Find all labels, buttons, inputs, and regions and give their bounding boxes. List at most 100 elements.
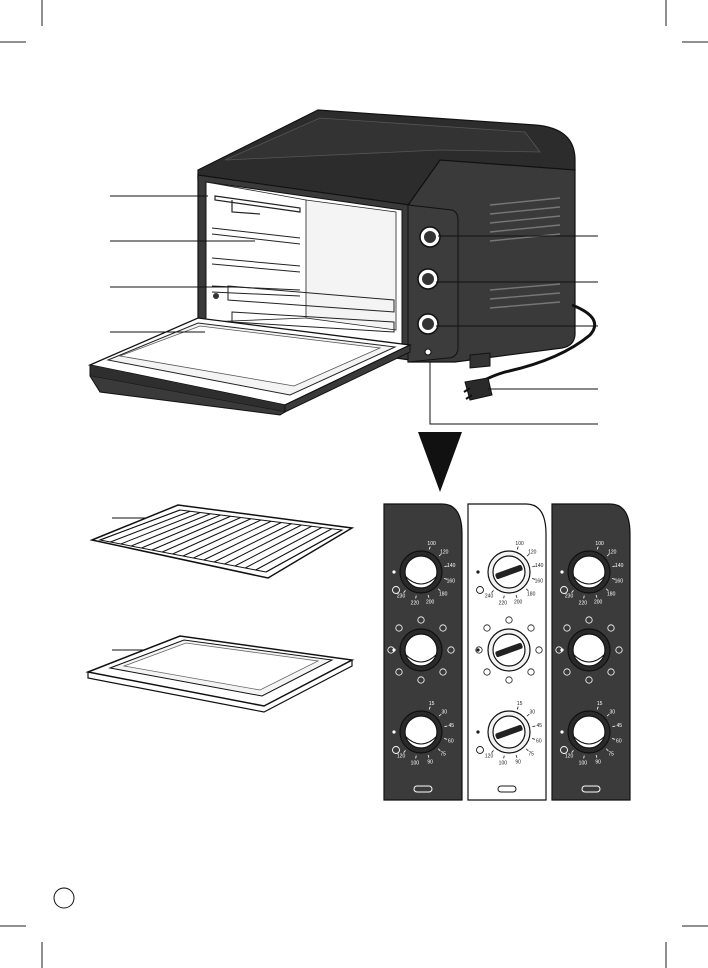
dial-tick	[503, 755, 505, 759]
vents	[489, 197, 561, 309]
oven-knob-temperature	[419, 226, 441, 248]
dial-tick	[612, 565, 616, 568]
dial-tick-label: 45	[616, 723, 622, 729]
dial-tick-label: 100	[515, 541, 524, 547]
dial-tick-label: 75	[608, 752, 614, 758]
dial-tick-label: 30	[441, 709, 447, 715]
function-knob[interactable]	[572, 633, 606, 667]
dial-tick	[525, 588, 529, 592]
dial-tick-label: 160	[535, 578, 544, 584]
dial-tick	[428, 706, 431, 710]
dial-tick	[612, 725, 616, 728]
heating-mode-icon	[439, 624, 447, 632]
dial-tick	[526, 553, 530, 557]
rack-bar	[141, 514, 221, 549]
dial-tick-label: 160	[447, 578, 456, 584]
temperature-knob-shade	[572, 575, 606, 585]
dial-tick	[605, 588, 609, 592]
dial-tick-label: 200	[514, 600, 523, 606]
dial-tick-label: 180	[439, 592, 448, 598]
temperature-knob[interactable]	[404, 555, 438, 589]
oven-knob-timer	[417, 313, 439, 335]
knob-position-dot	[392, 730, 396, 734]
knob-position-dot	[392, 570, 396, 574]
heating-mode-icon	[585, 676, 593, 684]
dial-tick-label: 90	[515, 760, 521, 766]
rack-bar	[120, 512, 201, 545]
dial-tick-label: 90	[595, 760, 601, 766]
dial-tick	[515, 594, 518, 598]
dial-tick-label: 100	[427, 541, 436, 547]
timer-icon	[560, 746, 568, 754]
power-cord	[476, 303, 596, 387]
dial-tick-label: 90	[427, 760, 433, 766]
knob-position-dot	[392, 648, 396, 652]
heating-mode-icon	[439, 668, 447, 676]
dial-tick	[611, 738, 616, 740]
dial-tick-label: 30	[529, 709, 535, 715]
function-knob-shade	[572, 653, 606, 663]
timer-knob[interactable]	[404, 715, 438, 749]
temperature-knob[interactable]	[572, 555, 606, 589]
heating-mode-icon	[417, 616, 425, 624]
dial-tick	[595, 594, 598, 598]
control-panel-dark-1: 1001201401601802002202301530456075901001…	[383, 503, 463, 801]
timer-icon	[476, 746, 484, 754]
temperature-knob-shade	[404, 575, 438, 585]
rack-bar	[182, 519, 262, 557]
dial-tick-label: 45	[536, 723, 542, 729]
timer-knob[interactable]	[572, 715, 606, 749]
dial-tick-label: 200	[426, 600, 435, 606]
function-knob[interactable]	[404, 633, 438, 667]
dial-tick	[571, 590, 574, 593]
dial-tick	[606, 713, 610, 717]
dial-tick-label: 220	[411, 600, 420, 606]
dial-tick	[444, 725, 448, 728]
dial-tick	[605, 748, 609, 752]
dial-tick-label: 15	[597, 701, 603, 707]
oven	[87, 109, 596, 416]
dial-tick-label: 60	[536, 738, 542, 744]
dial-tick	[438, 713, 442, 717]
dial-tick	[525, 748, 529, 752]
dial-tick-label: 100	[411, 760, 420, 766]
dial-tick	[596, 706, 599, 710]
dial-tick-label: 120	[528, 549, 537, 555]
dial-tick-label: 15	[429, 701, 435, 707]
dial-tick	[606, 553, 610, 557]
heating-mode-icon	[527, 668, 535, 676]
oven-knob-function	[417, 268, 439, 290]
panel-slot	[497, 785, 517, 793]
dial-tick	[516, 546, 519, 550]
indicator-light	[424, 348, 432, 356]
down-arrow-icon	[418, 432, 462, 492]
dial-tick	[583, 755, 585, 759]
dial-tick	[526, 713, 530, 717]
rack-bar	[255, 528, 333, 571]
heating-mode-icon	[483, 668, 491, 676]
rack-bar	[203, 522, 282, 561]
dial-tick	[437, 588, 441, 592]
dial-tick	[437, 748, 441, 752]
heating-mode-icon	[395, 668, 403, 676]
dial-tick-label: 230	[397, 594, 406, 600]
rack-bar	[213, 523, 292, 563]
panel-slot	[413, 785, 433, 793]
function-knob-shade	[404, 653, 438, 663]
timer-knob-shade	[404, 735, 438, 745]
heating-mode-icon	[505, 616, 513, 624]
thermometer-icon	[476, 586, 484, 594]
dial-tick	[571, 750, 574, 753]
dial-tick-label: 120	[485, 754, 494, 760]
rack-bar	[265, 529, 343, 573]
heating-mode-icon	[475, 646, 483, 654]
dial-tick	[515, 754, 518, 758]
power-plug-icon	[463, 377, 493, 401]
rack-bar	[193, 520, 272, 559]
dial-tick-label: 100	[595, 541, 604, 547]
control-panel-dark-2: 1001201401601802002202301530456075901001…	[551, 503, 631, 801]
dial-tick-label: 140	[447, 563, 456, 569]
heating-mode-icon	[535, 646, 543, 654]
dial-tick-label: 140	[535, 563, 544, 569]
